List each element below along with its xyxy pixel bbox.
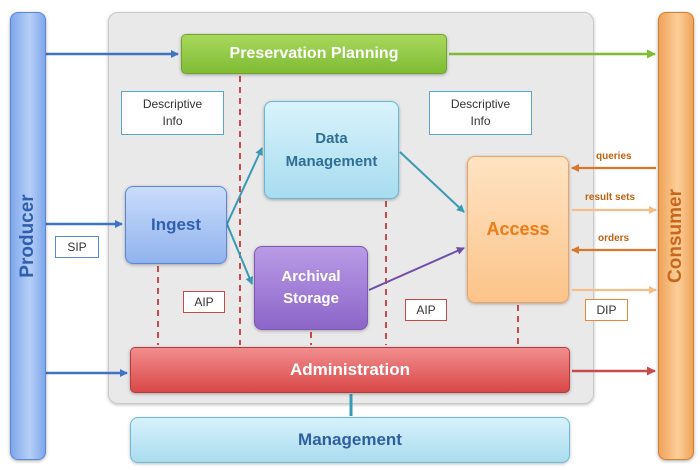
- preservation-planning-label: Preservation Planning: [229, 45, 399, 62]
- management-box: Management: [130, 417, 570, 463]
- consumer-label: Consumer: [665, 189, 686, 283]
- arrow-storage-to-access: [368, 247, 465, 291]
- consumer-bar: Consumer: [658, 12, 694, 460]
- aip-package-label-2: AIP: [405, 299, 447, 321]
- ingest-label: Ingest: [150, 215, 202, 234]
- archival-storage-line2: Storage: [283, 290, 339, 307]
- data-management-line1: Data: [315, 130, 348, 147]
- dip-package-label: DIP: [585, 299, 628, 321]
- arrow-ingest-to-storage: [226, 223, 253, 285]
- administration-label: Administration: [290, 360, 410, 379]
- result-sets-label: result sets: [585, 192, 636, 203]
- preservation-planning-box: Preservation Planning: [181, 34, 447, 74]
- arrow-ingest-to-datamgmt: [226, 147, 263, 225]
- archival-storage-line1: Archival: [281, 268, 341, 285]
- descriptive-info-box-right: Descriptive Info: [429, 91, 532, 135]
- orders-label: orders: [598, 233, 630, 244]
- access-box: Access: [467, 156, 569, 303]
- data-management-box: Data Management: [264, 101, 399, 199]
- producer-bar: Producer: [10, 12, 46, 460]
- descriptive-info-right-line2: Info: [470, 114, 491, 128]
- descriptive-info-left-line1: Descriptive: [142, 97, 203, 111]
- queries-label: queries: [596, 151, 632, 162]
- descriptive-info-box-left: Descriptive Info: [121, 91, 224, 135]
- ingest-box: Ingest: [125, 186, 227, 264]
- management-label: Management: [298, 430, 402, 449]
- descriptive-info-right-line1: Descriptive: [450, 97, 511, 111]
- administration-box: Administration: [130, 347, 570, 393]
- data-management-line2: Management: [285, 153, 378, 170]
- descriptive-info-left-line2: Info: [162, 114, 183, 128]
- access-label: Access: [486, 219, 550, 239]
- archival-storage-box: Archival Storage: [254, 246, 368, 330]
- producer-label: Producer: [17, 194, 38, 278]
- sip-package-label: SIP: [55, 236, 99, 258]
- arrow-datamgmt-to-access: [399, 151, 465, 213]
- aip-package-label-1: AIP: [183, 291, 225, 313]
